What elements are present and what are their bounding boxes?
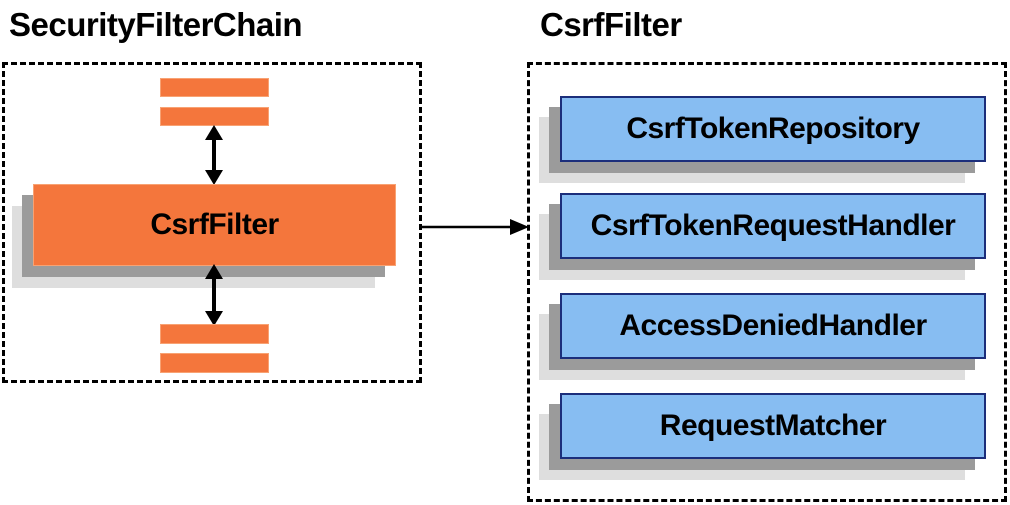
filter-bar-top-2 — [160, 107, 269, 126]
bidirectional-arrow-bottom-icon — [205, 264, 223, 326]
security-filter-chain-frame — [2, 62, 422, 383]
component-label: CsrfTokenRequestHandler — [590, 209, 956, 242]
component-box-request-matcher: RequestMatcher — [560, 393, 986, 459]
filter-bar-bottom-1 — [160, 324, 269, 344]
component-box-access-denied-handler: AccessDeniedHandler — [560, 293, 986, 359]
csrf-filter-box-label: CsrfFilter — [150, 208, 279, 241]
csrf-filter-title: CsrfFilter — [540, 6, 682, 43]
csrf-filter-box: CsrfFilter — [33, 184, 396, 266]
csrf-filter-frame — [527, 62, 1007, 502]
filter-bar-bottom-2 — [160, 353, 269, 373]
component-label: AccessDeniedHandler — [619, 309, 927, 342]
security-filter-chain-title: SecurityFilterChain — [9, 6, 303, 43]
component-label: RequestMatcher — [659, 409, 887, 442]
bidirectional-arrow-top-icon — [205, 125, 223, 185]
component-label: CsrfTokenRepository — [626, 112, 920, 145]
flow-arrow-icon — [422, 219, 529, 235]
component-box-csrf-token-request-handler: CsrfTokenRequestHandler — [560, 193, 986, 259]
filter-bar-top-1 — [160, 78, 269, 97]
component-box-csrf-token-repository: CsrfTokenRepository — [560, 96, 986, 162]
